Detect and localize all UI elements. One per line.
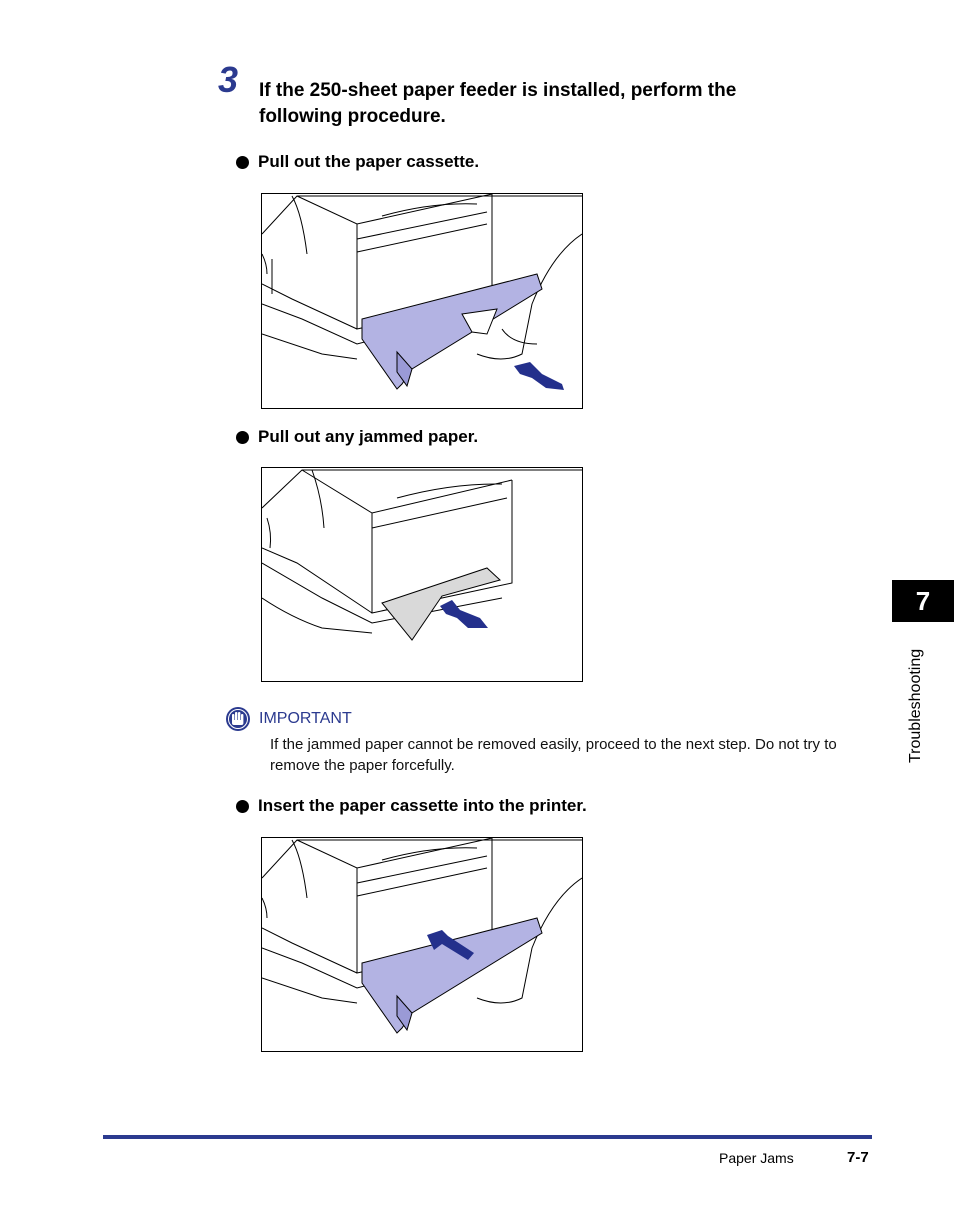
bullet-dot-icon <box>236 155 249 169</box>
bullet-item: Pull out any jammed paper. <box>236 427 478 447</box>
bullet-text: Pull out the paper cassette. <box>258 152 480 171</box>
illustration-pull-out-cassette <box>261 193 583 409</box>
footer-section-title: Paper Jams <box>719 1150 794 1166</box>
bullet-item: Insert the paper cassette into the print… <box>236 796 587 816</box>
step-number: 3 <box>218 59 239 100</box>
illustration-insert-cassette <box>261 837 583 1052</box>
footer-rule <box>103 1135 872 1139</box>
bullet-dot-icon <box>236 799 249 813</box>
chapter-label: Troubleshooting <box>905 630 929 770</box>
footer-page-number: 7-7 <box>847 1149 869 1166</box>
chapter-label-text: Troubleshooting <box>907 648 924 763</box>
illustration-jammed-paper <box>261 467 583 682</box>
important-label: IMPORTANT <box>259 710 352 727</box>
bullet-item: Pull out the paper cassette. <box>236 152 479 172</box>
important-text: If the jammed paper cannot be removed ea… <box>270 736 837 774</box>
pull-arrow-icon <box>514 362 564 390</box>
bullet-text: Pull out any jammed paper. <box>258 427 479 446</box>
bullet-text: Insert the paper cassette into the print… <box>258 796 587 815</box>
chapter-tab: 7 <box>892 580 954 622</box>
bullet-dot-icon <box>236 430 249 444</box>
push-arrow-icon <box>427 930 474 960</box>
hand-stop-icon <box>225 706 251 732</box>
pull-arrow-icon <box>440 600 488 628</box>
step-title: If the 250-sheet paper feeder is install… <box>259 80 737 127</box>
